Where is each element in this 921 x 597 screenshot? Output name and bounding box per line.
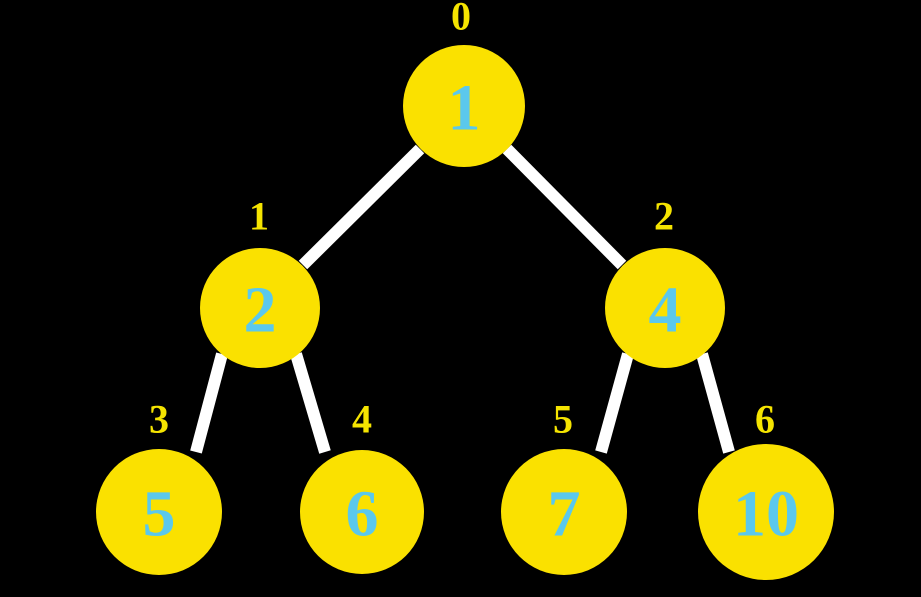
tree-node-1[interactable]: 2: [200, 248, 320, 368]
tree-node-3[interactable]: 5: [96, 449, 222, 575]
tree-node-2[interactable]: 4: [605, 248, 725, 368]
node-index-label-5: 5: [553, 397, 573, 442]
node-value-3: 5: [143, 478, 176, 551]
node-index-label-3: 3: [149, 397, 169, 442]
tree-edge-1-3: [190, 352, 228, 454]
tree-edge-0-1: [298, 144, 425, 270]
node-value-2: 4: [649, 274, 682, 347]
node-circle-1[interactable]: [200, 248, 320, 368]
tree-node-0[interactable]: 1: [403, 45, 525, 167]
node-layer: 1 2 4 5 6 7 10: [96, 45, 834, 580]
index-label-layer: 0 1 2 3 4 5 6: [149, 0, 775, 442]
node-circle-3[interactable]: [96, 449, 222, 575]
node-index-label-1: 1: [249, 194, 269, 239]
node-circle-2[interactable]: [605, 248, 725, 368]
node-value-4: 6: [346, 478, 379, 551]
node-index-label-6: 6: [755, 397, 775, 442]
node-index-label-0: 0: [451, 0, 471, 39]
node-circle-5[interactable]: [501, 449, 627, 575]
node-value-6: 10: [733, 478, 799, 551]
tree-edge-2-6: [696, 352, 735, 454]
tree-edge-1-4: [290, 352, 331, 454]
tree-node-4[interactable]: 6: [300, 450, 424, 574]
tree-node-5[interactable]: 7: [501, 449, 627, 575]
tree-edge-2-5: [595, 352, 634, 454]
node-value-5: 7: [548, 478, 581, 551]
node-value-0: 1: [448, 72, 481, 145]
node-index-label-4: 4: [352, 397, 372, 442]
node-value-1: 2: [244, 274, 277, 347]
tree-node-6[interactable]: 10: [698, 444, 834, 580]
node-circle-4[interactable]: [300, 450, 424, 574]
node-circle-0[interactable]: [403, 45, 525, 167]
edge-layer: [190, 144, 735, 454]
node-circle-6[interactable]: [698, 444, 834, 580]
tree-edge-0-2: [502, 144, 627, 270]
node-index-label-2: 2: [654, 194, 674, 239]
